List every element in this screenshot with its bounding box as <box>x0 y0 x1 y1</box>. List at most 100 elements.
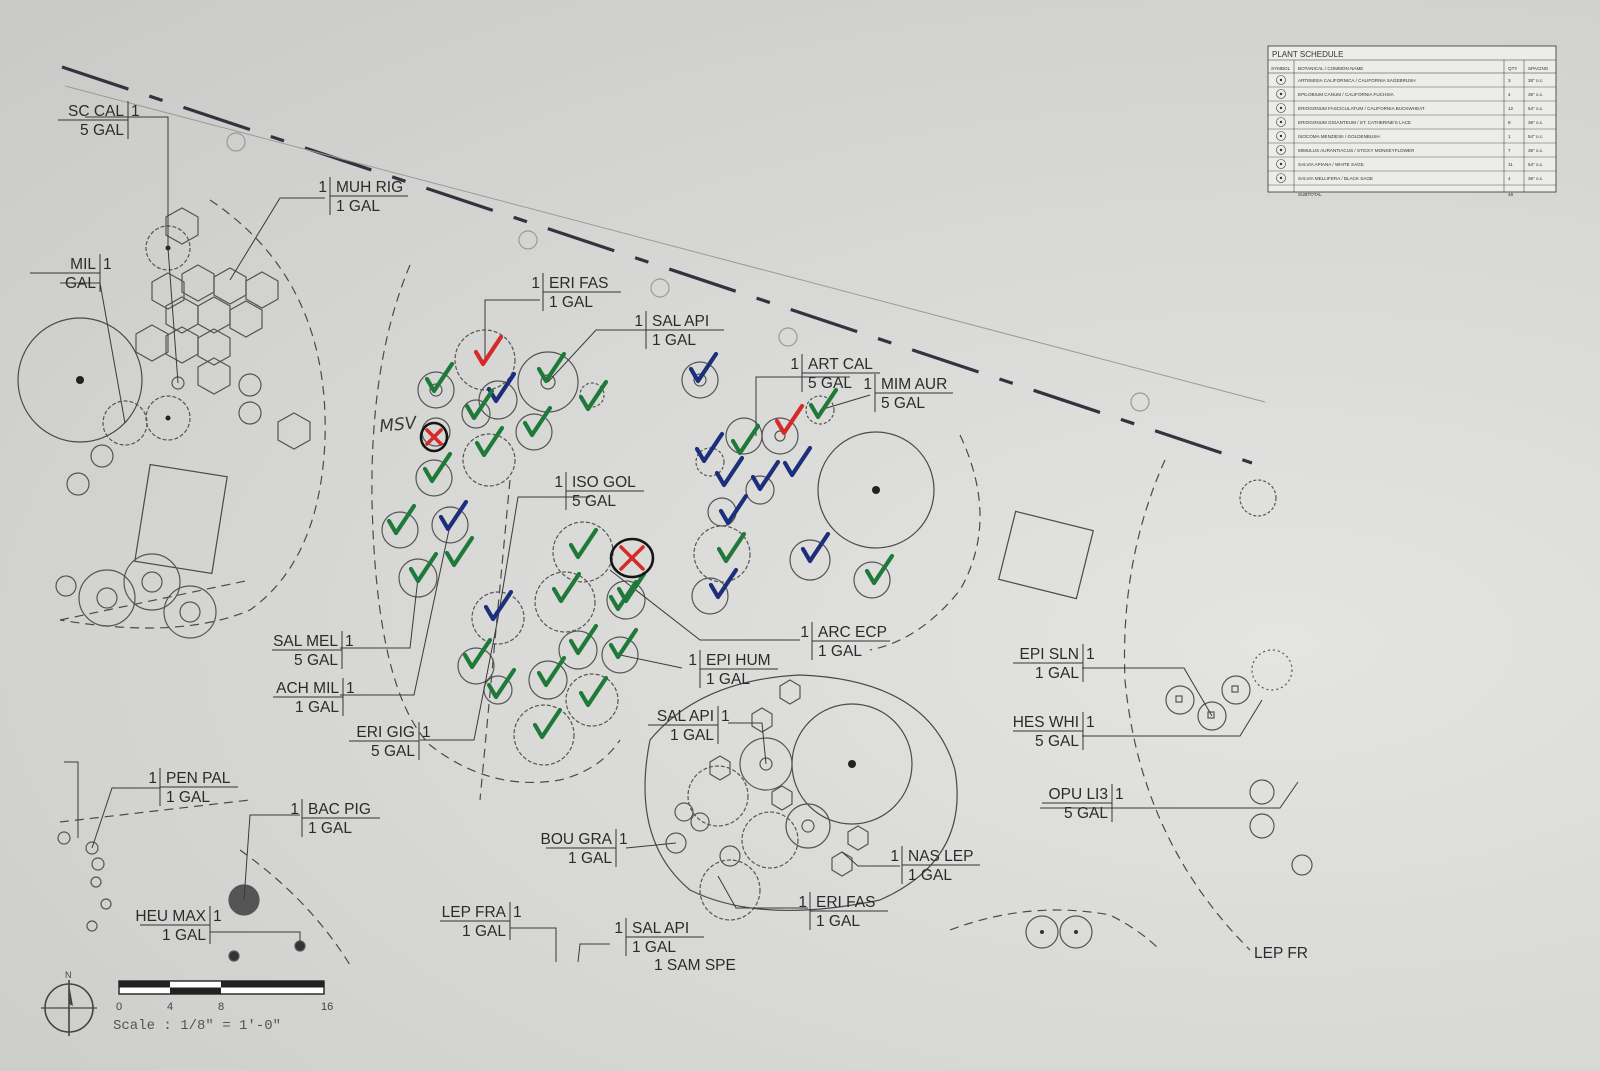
scale-tick: 4 <box>167 1001 173 1013</box>
schedule-row: ERIOGONUM FASCICULATUM / CALIFORNIA BUCK… <box>1268 103 1556 116</box>
tree-trunk <box>848 760 856 768</box>
schedule-symbol-dot <box>1279 176 1283 180</box>
tag-code: ERI GIG <box>356 724 415 741</box>
tag-size: 1 GAL <box>1035 665 1079 682</box>
tag-qty: 1 <box>1115 786 1124 803</box>
check-mark <box>800 531 831 564</box>
schedule-spacing: 36" o.c. <box>1528 120 1543 125</box>
rejected-x-mark <box>419 421 449 453</box>
check-mark <box>386 503 417 536</box>
tag-qty: 1 <box>422 724 431 741</box>
check-mark <box>694 431 725 464</box>
schedule-qty: 7 <box>1508 148 1511 153</box>
tag-qty: 1 <box>721 708 730 725</box>
path-line <box>59 799 251 823</box>
schedule-name: MIMULUS AURANTIACUS / STICKY MONKEYFLOWE… <box>1298 148 1415 153</box>
tag-size: 5 GAL <box>371 743 415 760</box>
tag-code: HEU MAX <box>135 908 206 925</box>
tag-size: 1 GAL <box>632 939 676 956</box>
tag-qty: 1 <box>619 831 628 848</box>
schedule-qty: 8 <box>1508 120 1511 125</box>
schedule-symbol-icon <box>1276 159 1286 169</box>
tag-code: ERI FAS <box>816 894 875 911</box>
tag-code: SAL API <box>632 920 689 937</box>
tag-qty: 1 <box>798 894 807 911</box>
handwritten-note: MSV <box>378 413 418 437</box>
tag-qty: 1 <box>213 908 222 925</box>
bed-outline-bottom-left <box>239 849 351 966</box>
schedule-symbol-icon <box>1276 173 1286 183</box>
check-mark <box>522 405 553 438</box>
bed-outline-left <box>59 199 326 629</box>
schedule-symbol-icon <box>1276 131 1286 141</box>
bed-outline-center <box>371 264 621 783</box>
schedule-symbol-icon <box>1276 117 1286 127</box>
tag-qty: 1 <box>513 904 522 921</box>
schedule-rows: ARTEMISIA CALIFORNICA / CALIFORNIA SAGEB… <box>1268 75 1556 197</box>
schedule-symbol-dot <box>1279 148 1283 152</box>
check-mark <box>716 531 747 564</box>
tag-qty: 1 <box>103 256 112 273</box>
schedule-symbol-icon <box>1276 145 1286 155</box>
schedule-name: ISOCOMA MENZIESII / GOLDENBUSH <box>1298 134 1380 139</box>
bed-outline-center-right <box>479 479 511 801</box>
plant-tag-eri-gig: ERI GIG 1 5 GAL <box>349 722 431 760</box>
tag-size: 1 GAL <box>706 671 750 688</box>
schedule-row: ARTEMISIA CALIFORNICA / CALIFORNIA SAGEB… <box>1268 75 1556 88</box>
tag-qty: 1 <box>290 801 299 818</box>
tag-size: 1 GAL <box>308 820 352 837</box>
tag-qty: 1 <box>345 633 354 650</box>
tag-size: 1 GAL <box>652 332 696 349</box>
schedule-qty: 3 <box>1508 78 1511 83</box>
schedule-qty: 12 <box>1508 106 1514 111</box>
tag-code: EPI HUM <box>706 652 771 669</box>
check-mark <box>444 535 475 568</box>
schedule-spacing: 54" o.c. <box>1528 106 1543 111</box>
tag-code: MIM AUR <box>881 376 947 393</box>
tag-size: 1 GAL <box>568 850 612 867</box>
tag-qty: 1 <box>1086 714 1095 731</box>
check-mark <box>808 387 839 420</box>
schedule-symbol-dot <box>1279 92 1283 96</box>
review-check-marks <box>386 334 895 740</box>
tag-code: PEN PAL <box>166 770 231 787</box>
survey-marker <box>650 278 670 298</box>
tag-code: ERI FAS <box>549 275 608 292</box>
tag-code: NAS LEP <box>908 848 973 865</box>
schedule-header-name: BOTANICAL / COMMON NAME <box>1298 66 1363 71</box>
tag-size: 5 GAL <box>80 122 124 139</box>
bed-outline-right <box>869 434 981 651</box>
check-mark <box>578 379 609 412</box>
scale-label: Scale : 1/8" = 1'-0" <box>113 1018 281 1034</box>
scale-tick: 8 <box>218 1001 224 1013</box>
tag-qty: 1 <box>318 179 327 196</box>
check-mark <box>474 425 505 458</box>
tag-qty: 1 <box>863 376 872 393</box>
tag-qty: 1 <box>554 474 563 491</box>
tag-code: ART CAL <box>808 356 873 373</box>
tag-size: 1 GAL <box>295 699 339 716</box>
plan-linework <box>17 65 1313 966</box>
check-mark <box>608 579 639 612</box>
check-mark <box>864 553 895 586</box>
tag-code: ARC ECP <box>818 624 887 641</box>
check-mark <box>536 655 567 688</box>
check-mark <box>462 637 493 670</box>
check-mark <box>532 707 563 740</box>
tag-code: SAL API <box>657 708 714 725</box>
scale-tick: 16 <box>321 1001 333 1013</box>
schedule-name: EPILOBIUM CANUM / CALIFORNIA FUCHSIA <box>1298 92 1395 97</box>
